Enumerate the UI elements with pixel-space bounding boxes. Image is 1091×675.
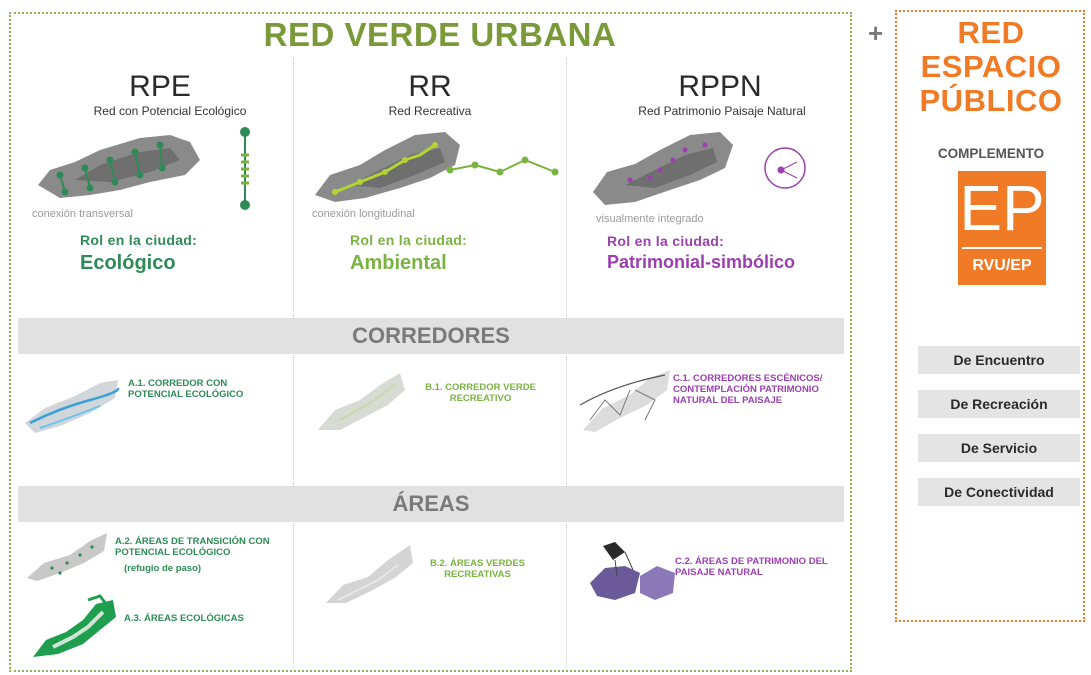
ep-logo-small: RVU/EP <box>972 257 1032 274</box>
longitudinal-icon <box>446 156 559 176</box>
areas-recreativas-map <box>326 545 413 603</box>
rpe-rol-label: Rol en la ciudad: <box>80 232 198 248</box>
rpe-rol-value: Ecológico <box>80 252 176 274</box>
longitudinal-line <box>334 143 436 194</box>
corredor-escenico-label: c.1. CORREDORES ESCÉNICOS/ CONTEMPLACIÓN… <box>673 373 823 406</box>
ep-logo-big: EP <box>959 172 1045 244</box>
areas-patrimonio-map <box>590 542 675 600</box>
ep-encuentro: De Encuentro <box>918 346 1080 374</box>
longitudinal-dots <box>332 142 438 195</box>
visual-icon <box>764 147 806 189</box>
areas-transicion-label: a.2. ÁREAS DE TRANSICIÓN CON POTENCIAL E… <box>115 536 270 558</box>
transversal-links <box>56 141 166 196</box>
corredor-ecologico-map <box>25 380 120 433</box>
ep-title-line1: RED <box>957 15 1025 50</box>
ep-title: RED ESPACIO PÚBLICO <box>898 16 1084 118</box>
rr-caption: conexión longitudinal <box>312 208 415 220</box>
rr-rol-label: Rol en la ciudad: <box>350 232 468 248</box>
areas-heading: ÁREAS <box>392 491 470 516</box>
rppn-abbr: RPPN <box>678 70 762 103</box>
corredores-heading: CORREDORES <box>352 323 510 348</box>
espacio-publico-frame <box>895 10 1085 622</box>
rpe-abbr: RPE <box>129 70 191 103</box>
corredor-recreativo-map <box>318 373 405 430</box>
transversal-icon <box>240 127 250 210</box>
rppn-rol-value: Patrimonial-simbólico <box>607 252 796 272</box>
ep-logo: EP RVU/EP <box>958 171 1046 285</box>
areas-transicion-note: (refugio de paso) <box>124 563 202 574</box>
rppn-rol-label: Rol en la ciudad: <box>607 233 725 249</box>
main-title: RED VERDE URBANA <box>263 16 617 53</box>
areas-transicion-map <box>27 533 107 581</box>
rr-rol-value: Ambiental <box>350 252 447 274</box>
ep-title-line2: ESPACIO <box>920 49 1062 84</box>
rr-subtitle: Red Recreativa <box>388 104 472 118</box>
heritage-points <box>627 142 708 183</box>
rppn-caption: visualmente integrado <box>596 213 704 225</box>
red-verde-urbana-frame <box>9 12 852 672</box>
column-divider <box>293 58 294 668</box>
rpe-map <box>38 127 250 210</box>
city-inner <box>75 148 180 182</box>
ep-conectividad: De Conectividad <box>918 478 1080 506</box>
column-divider <box>566 58 567 668</box>
rpe-subtitle: Red con Potencial Ecológico <box>93 104 247 118</box>
ep-logo-divider <box>962 247 1042 249</box>
corredor-escenico-map <box>579 370 670 432</box>
ep-recreacion: De Recreación <box>918 390 1080 418</box>
rpe-caption: conexión transversal <box>32 208 133 220</box>
areas-recreativas-label: b.2. ÁREAS VERDES RECREATIVAS <box>429 558 526 580</box>
ep-complemento: COMPLEMENTO <box>937 146 1045 161</box>
corredores-band: CORREDORES <box>18 318 844 354</box>
rppn-map <box>593 132 806 205</box>
corredor-recreativo-label: b.1. CORREDOR VERDE RECREATIVO <box>425 382 536 404</box>
areas-ecologicas-label: a.3. ÁREAS ECOLÓGICAS <box>124 613 244 624</box>
ep-title-line3: PÚBLICO <box>919 83 1063 118</box>
rr-map <box>315 132 559 202</box>
areas-band: ÁREAS <box>18 486 844 522</box>
rr-abbr: RR <box>408 70 452 103</box>
rppn-subtitle: Red Patrimonio Paisaje Natural <box>638 104 806 118</box>
areas-patrimonio-label: c.2. ÁREAS DE PATRIMONIO DEL PAISAJE NAT… <box>675 556 828 578</box>
ep-servicio: De Servicio <box>918 434 1080 462</box>
plus-sign: + <box>868 18 884 48</box>
areas-ecologicas-map <box>33 594 116 657</box>
corredor-ecologico-label: a.1. CORREDOR CON POTENCIAL ECOLÓGICO <box>128 378 244 400</box>
